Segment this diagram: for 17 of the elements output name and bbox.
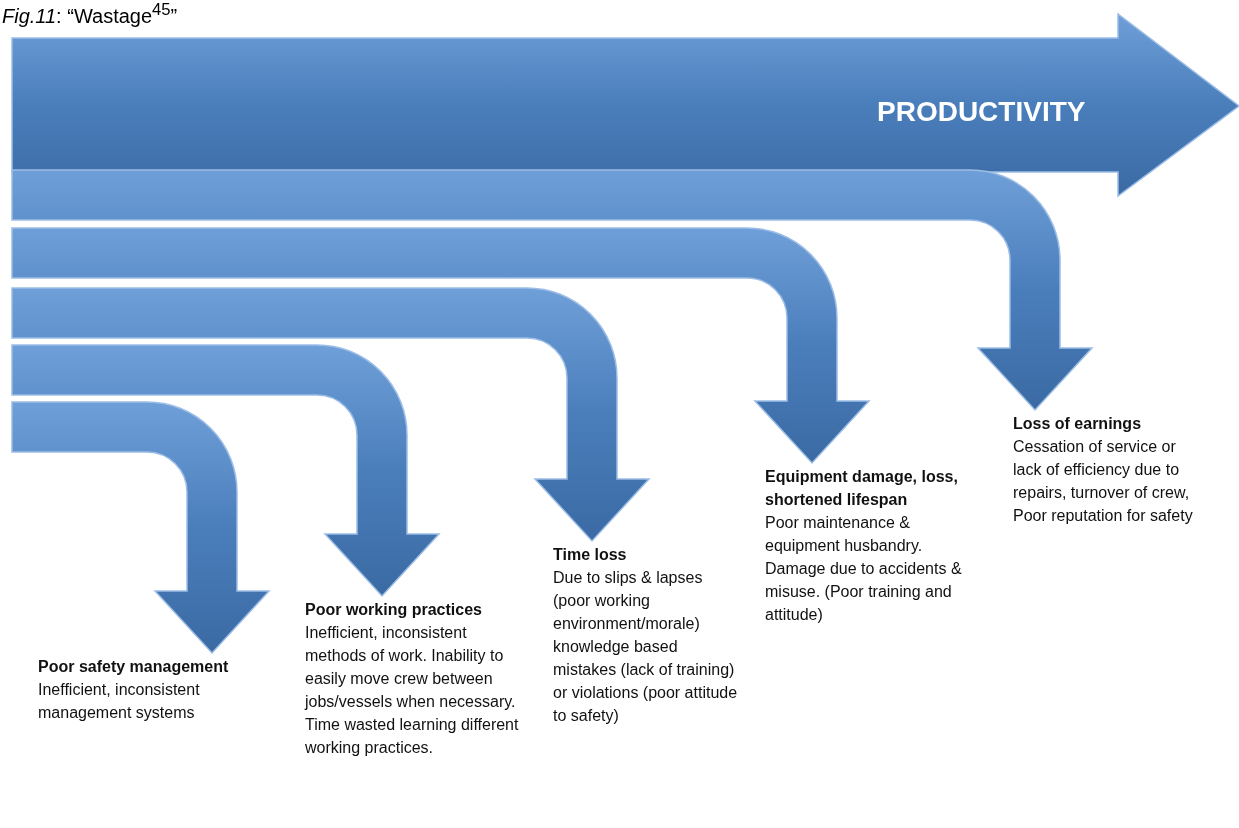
description: Poor maintenance & equipment husbandry. Damage due to accidents & misuse. (Poor training and attitude) [765, 513, 963, 625]
bent-arrow [11, 401, 270, 654]
description: Cessation of service or lack of efficiency due to repairs, turnover of crew, Poor reputation for safety [1013, 437, 1194, 526]
description: Due to slips & lapses (poor working environment/morale) knowledge based mistakes (lack of training) or violations (poor attitude to safety) [553, 568, 739, 726]
figure-title: Fig.11: “Wastage$^{45}$” [2, 0, 178, 28]
bent-arrow [11, 344, 440, 597]
heading: Equipment damage, loss, shortened lifespan [765, 467, 959, 510]
bent-arrow [11, 227, 870, 464]
description: Inefficient, inconsistent methods of work. Inability to easily move crew between jobs/vessels when necessary. Time wasted learning different working practices. [305, 623, 520, 758]
heading: Time loss [553, 545, 628, 565]
heading: Loss of earnings [1013, 414, 1143, 434]
arrow-label: PRODUCTIVITY [877, 96, 1086, 127]
heading: Poor working practices [305, 600, 483, 620]
description: Inefficient, inconsistent management systems [38, 680, 201, 723]
bent-arrow [11, 287, 650, 542]
heading: Poor safety management [38, 657, 230, 677]
bent-arrow [11, 169, 1093, 411]
